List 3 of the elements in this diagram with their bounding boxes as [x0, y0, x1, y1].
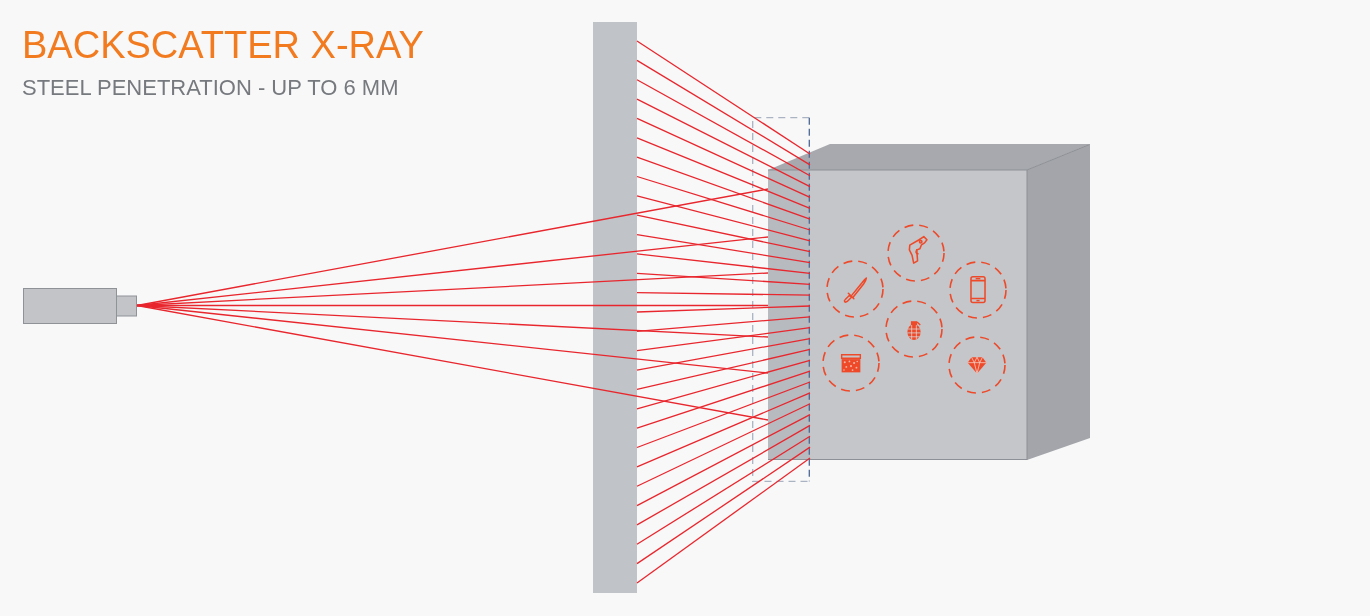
steel-plate	[593, 22, 637, 593]
title: BACKSCATTER X-RAY	[22, 26, 424, 64]
subtitle: STEEL PENETRATION - UP TO 6 MM	[22, 77, 399, 99]
